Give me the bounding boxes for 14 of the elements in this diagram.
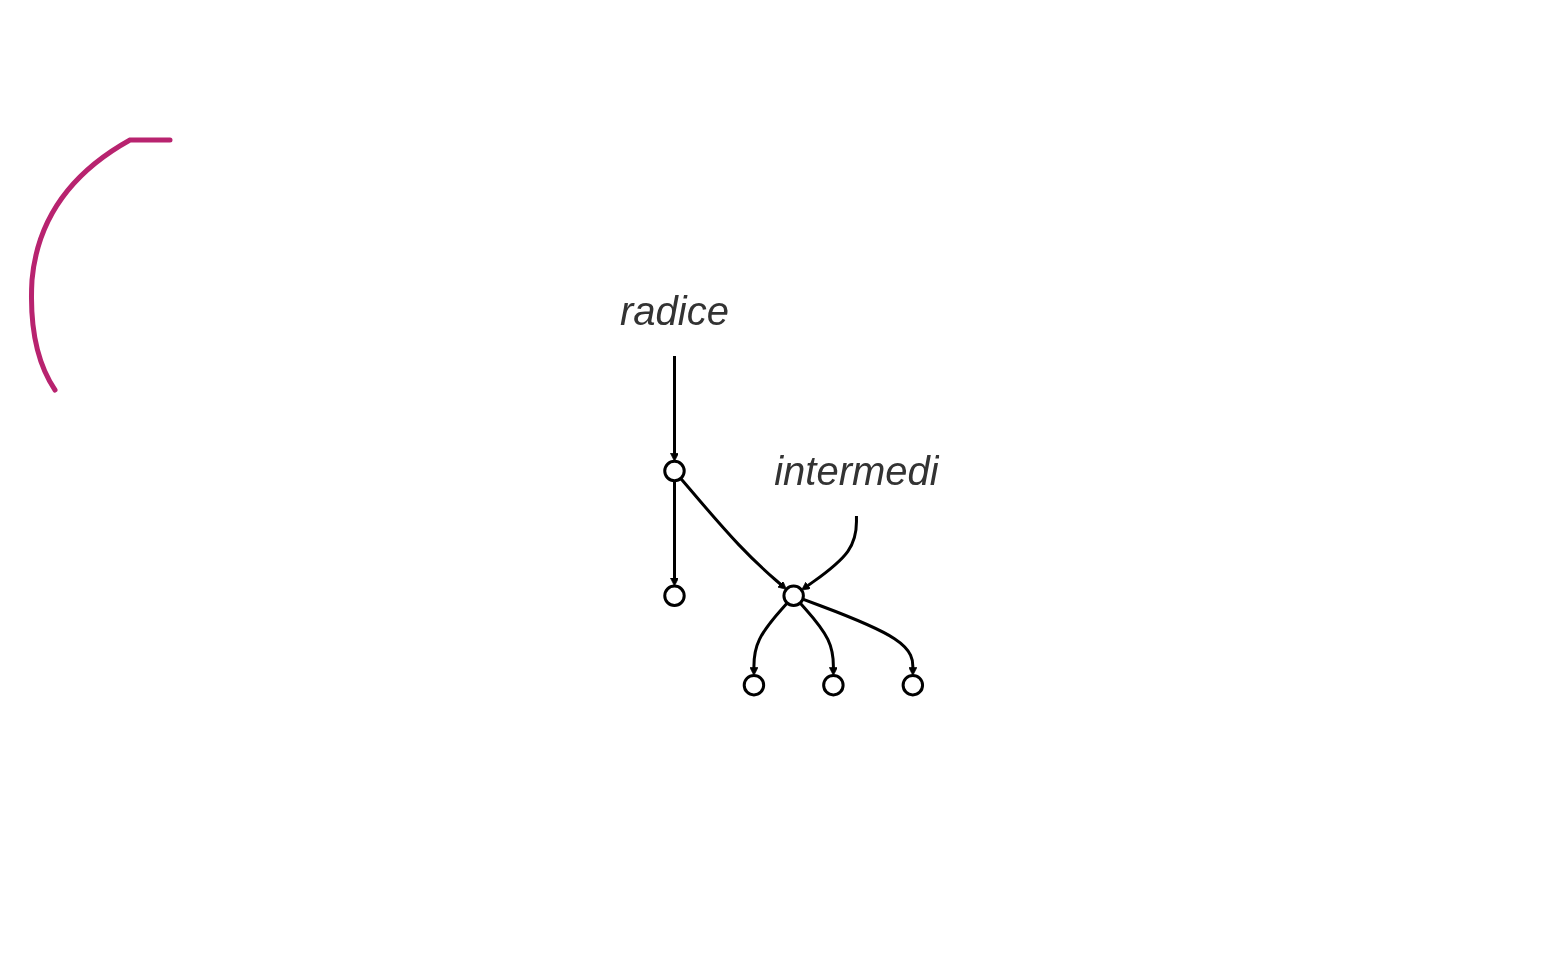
arrow bbox=[749, 601, 788, 676]
node-circle bbox=[662, 459, 686, 483]
arrow bbox=[798, 601, 838, 676]
node-text: radice bbox=[619, 288, 729, 333]
arrow bbox=[669, 480, 679, 587]
node-circle bbox=[782, 584, 805, 607]
node-circle bbox=[821, 673, 845, 697]
node-circle bbox=[901, 673, 924, 697]
node-circle bbox=[662, 584, 686, 607]
arrow bbox=[679, 477, 787, 590]
arrow bbox=[801, 597, 917, 676]
node-circle bbox=[742, 673, 765, 697]
arrow bbox=[800, 515, 858, 591]
arrow bbox=[669, 355, 679, 462]
